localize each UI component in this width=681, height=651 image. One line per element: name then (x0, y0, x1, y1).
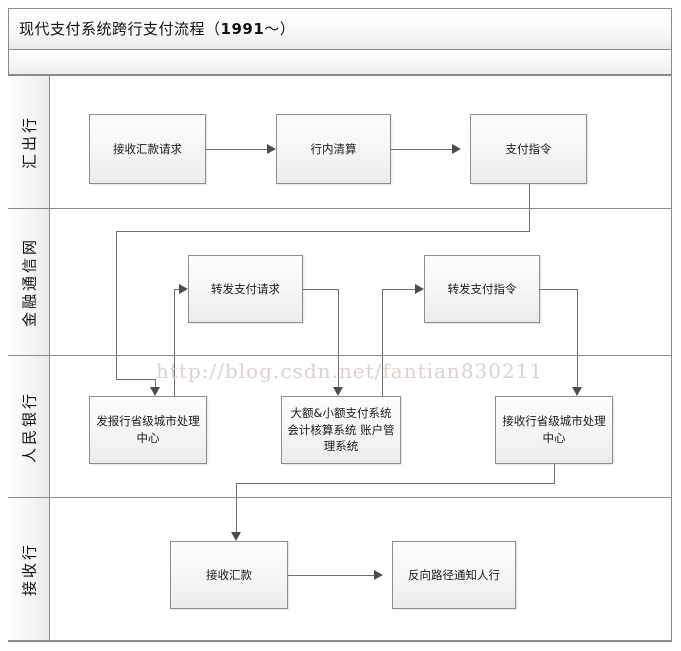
edge-n5-down-rail (577, 356, 578, 391)
edge-n7-n5-arrowhead (415, 284, 424, 294)
swimlane-label: 金融通信网 (20, 236, 38, 328)
edge-n7-n5-vert (382, 289, 383, 356)
edge-n3-n4-horiz (116, 231, 530, 232)
edge-n9-n10-arrowhead (374, 570, 383, 580)
edge-n3-n4-vert-b (116, 231, 117, 356)
swimlane-receiving-bank: 接收行 接收汇款 反向路径通知人行 (8, 497, 672, 641)
title-tail-text: ～） (264, 20, 296, 38)
edge-n7-n5-horiz (382, 289, 416, 290)
edge-n3-n4-stub (529, 184, 530, 209)
swimlane-remitting-bank: 汇出行 接收汇款请求 行内清算 支付指令 (8, 75, 672, 209)
swimlane-financial-network: 金融通信网 转发支付请求 转发支付指令 (8, 208, 672, 356)
edge-n6-n4-vert (174, 289, 175, 356)
swimlane-body: 接收汇款请求 行内清算 支付指令 (50, 76, 672, 209)
diagram-frame (8, 8, 672, 642)
edge-into-n6-arrowhead (150, 387, 160, 396)
edge-into-n8-arrowhead (572, 387, 582, 396)
edge-into-n9-vert (236, 498, 237, 536)
title-spacer-bar (8, 50, 672, 75)
edge-n4-n7-vert (338, 289, 339, 356)
diagram-title-bar: 现代支付系统跨行支付流程（1991～） (8, 8, 672, 50)
node-sending-bank-provincial-center[interactable]: 发报行省级城市处理中心 (89, 396, 207, 464)
node-payment-instruction[interactable]: 支付指令 (470, 114, 587, 184)
swimlane-label: 汇出行 (20, 114, 38, 170)
edge-into-n6-horiz (116, 379, 155, 380)
edge-n2-n3-line (391, 149, 453, 150)
edge-n4-n7-horiz (303, 289, 338, 290)
edge-n4-down-rail (338, 356, 339, 391)
node-intrabank-clearing[interactable]: 行内清算 (276, 114, 391, 184)
edge-n6-n4-arrowhead (179, 284, 188, 294)
edge-into-n6-vert-b (155, 379, 156, 391)
edge-into-n6-vert-a (116, 356, 117, 379)
edge-n6-up-rail (174, 356, 175, 396)
swimlane-body: 发报行省级城市处理中心 大额&小额支付系统 会计核算系统 账户管理系统 接收行省… (50, 356, 672, 498)
node-receive-remittance-request[interactable]: 接收汇款请求 (89, 114, 206, 184)
edge-n5-n8-vert (577, 289, 578, 356)
swimlane-header-remitting-bank: 汇出行 (8, 76, 50, 208)
swimlane-pboc: 人民银行 发报行省级城市处理中心 大额&小额支付系统 会计核算系统 账户管理系统… (8, 355, 672, 498)
title-main-text: 现代支付系统跨行支付流程（ (19, 20, 221, 38)
edge-n7-up-rail (382, 356, 383, 396)
node-receive-remittance[interactable]: 接收汇款 (170, 541, 288, 609)
edge-n3-n4-vert-a (529, 209, 530, 231)
edge-n9-n10-line (288, 575, 375, 576)
edge-n1-n2-line (206, 149, 268, 150)
watermark-text: http://blog.csdn.net/fantian830211 (156, 359, 544, 383)
edge-n2-n3-arrowhead (452, 144, 461, 154)
swimlane-label: 接收行 (20, 541, 38, 597)
swimlane-label: 人民银行 (20, 390, 38, 463)
swimlane-body: 转发支付请求 转发支付指令 (50, 209, 672, 356)
title-year-text: 1991 (220, 20, 265, 38)
page-title: 现代支付系统跨行支付流程（1991～） (19, 18, 295, 39)
node-payment-settlement-systems[interactable]: 大额&小额支付系统 会计核算系统 账户管理系统 (281, 396, 401, 464)
edge-n8-n9-vert-a (554, 464, 555, 483)
edge-n6-n4-horiz (174, 289, 182, 290)
swimlane-header-pboc: 人民银行 (8, 356, 50, 497)
edge-n8-n9-vert-b (236, 483, 237, 498)
edge-into-n7-arrowhead (333, 387, 343, 396)
swimlane-header-financial-network: 金融通信网 (8, 209, 50, 355)
swimlane-header-receiving-bank: 接收行 (8, 498, 50, 640)
edge-n1-n2-arrowhead (267, 144, 276, 154)
node-forward-payment-instruction[interactable]: 转发支付指令 (424, 255, 540, 323)
edge-into-n9-arrowhead (231, 532, 241, 541)
swimlane-body: 接收汇款 反向路径通知人行 (50, 498, 672, 640)
node-forward-payment-request[interactable]: 转发支付请求 (188, 255, 303, 323)
node-reverse-path-notify-pboc[interactable]: 反向路径通知人行 (392, 541, 516, 609)
edge-n8-n9-horiz (236, 483, 555, 484)
edge-n5-n8-horiz (540, 289, 577, 290)
node-receiving-bank-provincial-center[interactable]: 接收行省级城市处理中心 (495, 396, 613, 464)
